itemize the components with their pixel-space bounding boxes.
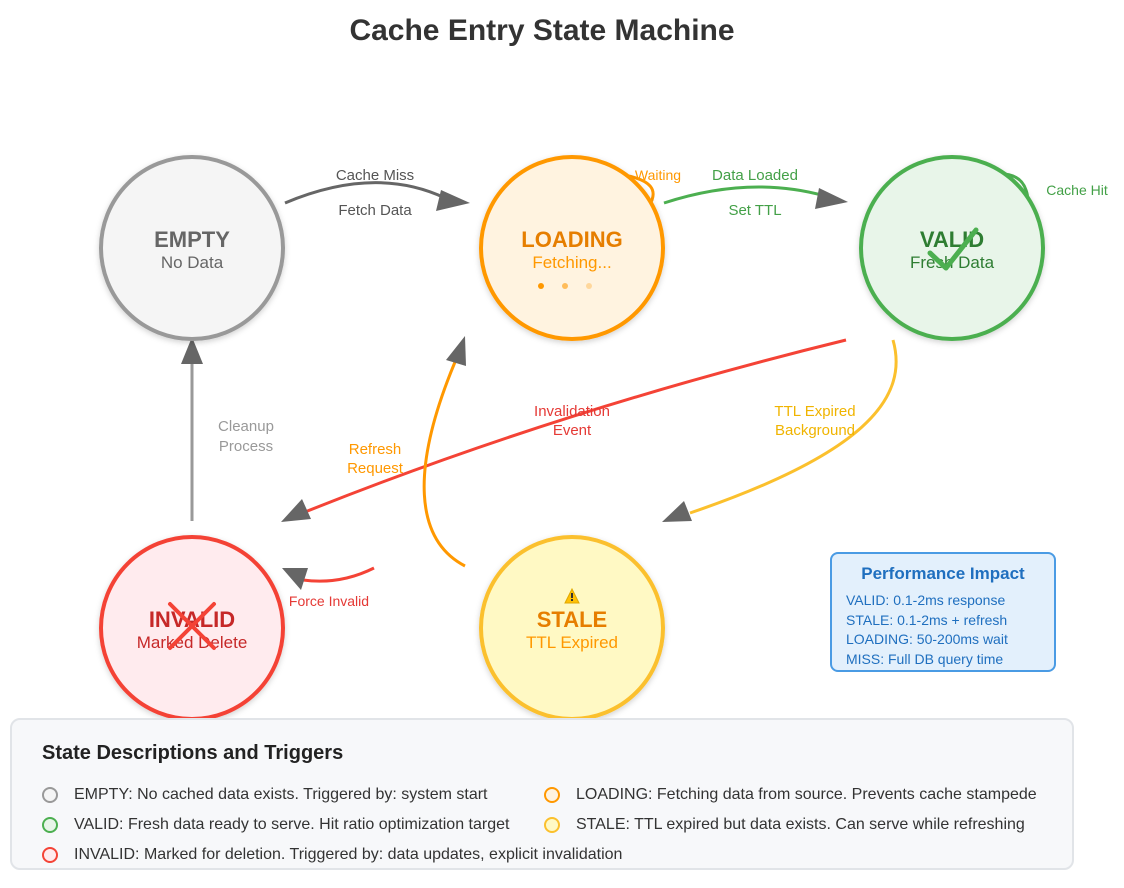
state-name: LOADING [521,227,622,252]
legend-item-loading: LOADING: Fetching data from source. Prev… [544,786,1037,804]
state-invalid: INVALID Marked Delete [99,535,285,718]
label-refresh-request: Request [347,460,404,477]
label-cleanup-process: Process [219,438,273,455]
label-force-invalid: Force Invalid [289,593,369,609]
label-data-loaded: Data Loaded [712,167,798,184]
legend-swatch-empty [42,787,58,803]
performance-line: STALE: 0.1-2ms + refresh [846,611,1008,628]
state-subtitle: Marked Delete [137,633,248,652]
legend-swatch-valid [42,817,58,833]
legend-panel: State Descriptions and Triggers EMPTY: N… [10,718,1074,870]
performance-line: VALID: 0.1-2ms response [846,592,1006,608]
label-ttl-background: Background [775,422,855,439]
arrowhead [662,501,692,522]
loading-dots-icon [538,283,592,289]
label-waiting: Waiting [635,167,681,183]
transition-data-loaded [663,185,826,205]
checkmark-icon [927,227,979,271]
legend-text: EMPTY: No cached data exists. Triggered … [74,786,488,803]
arrowhead [436,190,470,211]
transition-force-invalid [302,566,375,583]
label-ttl-expired: TTL Expired [774,403,855,420]
label-set-ttl: Set TTL [728,202,781,219]
transition-refresh [422,361,466,568]
legend-text: STALE: TTL expired but data exists. Can … [576,816,1025,833]
arrowhead [281,499,311,522]
legend-text: INVALID: Marked for deletion. Triggered … [74,846,623,863]
performance-line: MISS: Full DB query time [846,650,1004,667]
state-name: EMPTY [154,227,230,252]
legend-item-invalid: INVALID: Marked for deletion. Triggered … [42,846,622,864]
state-subtitle: Fetching... [532,253,611,272]
state-stale: STALE TTL Expired [479,535,665,718]
legend-text: LOADING: Fetching data from source. Prev… [576,786,1037,803]
legend-item-valid: VALID: Fresh data ready to serve. Hit ra… [42,816,509,834]
label-invalidation: Invalidation [534,403,610,420]
label-cache-miss: Cache Miss [336,167,414,184]
diagram-title: Cache Entry State Machine [349,14,735,47]
legend-title: State Descriptions and Triggers [42,742,344,764]
arrowhead [181,337,203,364]
state-subtitle: No Data [161,253,224,272]
state-valid: VALID Fresh Data [859,155,1045,341]
state-subtitle: TTL Expired [526,633,618,652]
label-refresh: Refresh [349,441,402,458]
legend-swatch-loading [544,787,560,803]
arrowhead [282,568,308,590]
warning-icon [564,587,580,604]
transition-cache-miss [284,181,446,205]
arrowhead [446,336,466,366]
legend-item-empty: EMPTY: No cached data exists. Triggered … [42,786,488,804]
performance-line: LOADING: 50-200ms wait [846,631,1008,647]
legend-swatch-invalid [42,847,58,863]
label-cleanup: Cleanup [218,418,274,435]
performance-impact-panel: Performance Impact VALID: 0.1-2ms respon… [830,552,1056,672]
performance-title: Performance Impact [861,564,1025,583]
legend-item-stale: STALE: TTL expired but data exists. Can … [544,816,1025,834]
cross-icon [168,602,216,650]
transition-invalidation [304,338,847,514]
state-loading: LOADING Fetching... [479,155,665,341]
label-fetch-data: Fetch Data [338,202,412,219]
state-diagram: EMPTY No Data LOADING Fetching... VALID … [99,155,1108,718]
arrowhead [815,188,848,209]
transition-ttl-expired [689,339,898,515]
label-invalidation-event: Event [553,422,592,439]
label-cache-hit: Cache Hit [1046,182,1108,198]
legend-text: VALID: Fresh data ready to serve. Hit ra… [74,816,510,833]
state-name: STALE [537,607,607,632]
legend-swatch-stale [544,817,560,833]
state-empty: EMPTY No Data [99,155,285,341]
